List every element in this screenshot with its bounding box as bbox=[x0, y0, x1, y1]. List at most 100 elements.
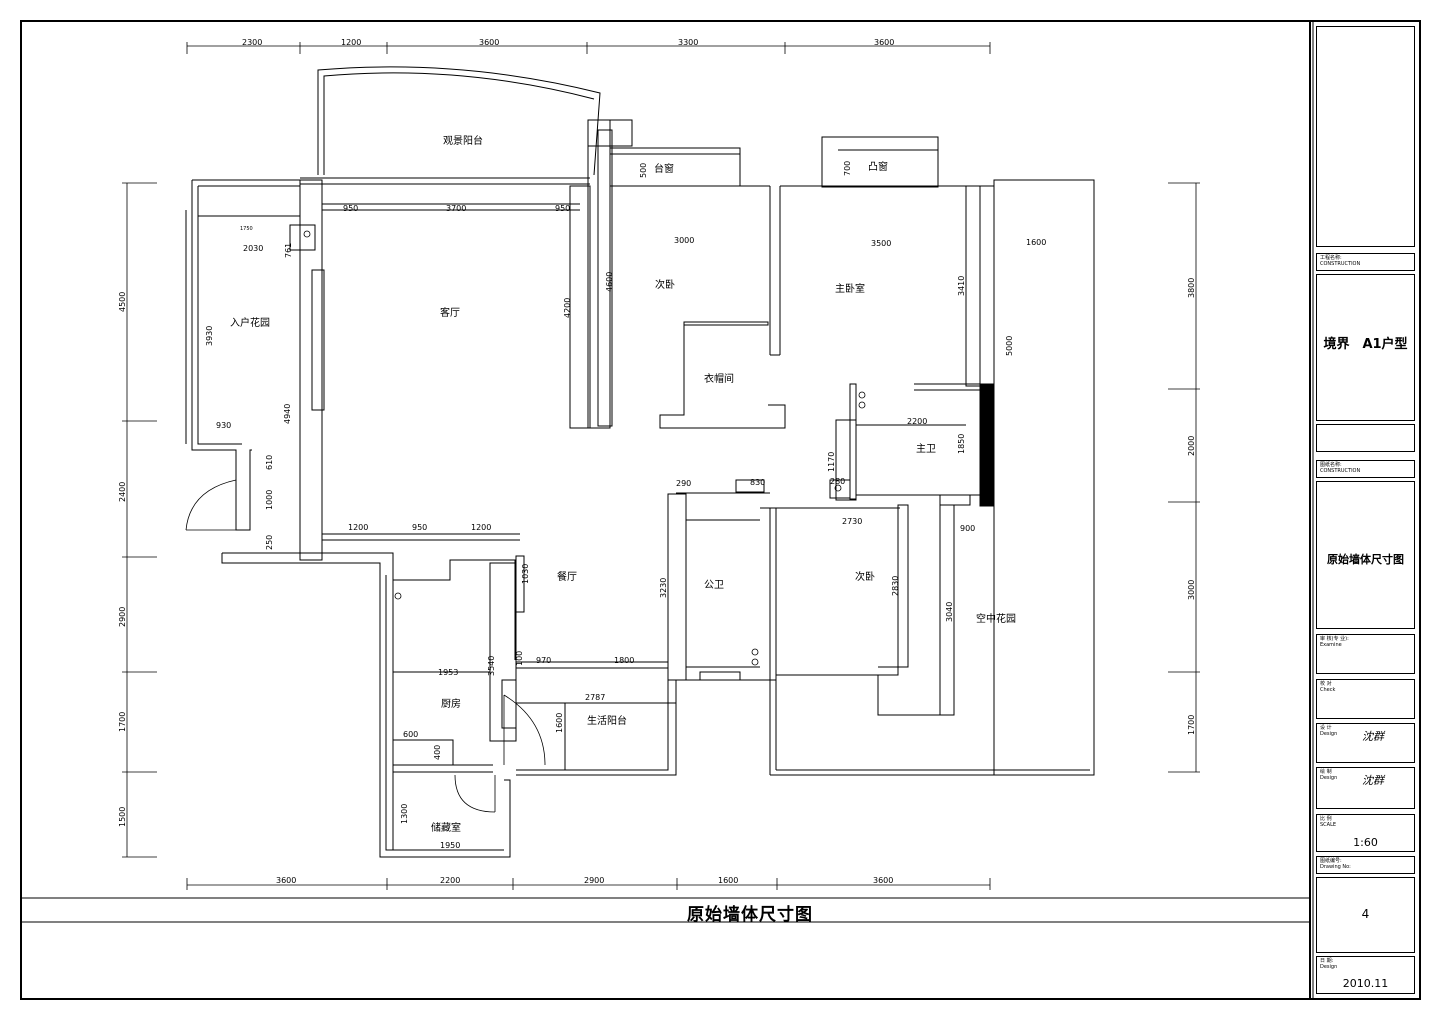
room-label-public-bath: 公卫 bbox=[704, 580, 724, 591]
dim-950b: 950 bbox=[555, 204, 570, 213]
scale-cell: 比 例 SCALE 1:60 bbox=[1316, 814, 1415, 852]
room-label-sky-garden: 空中花园 bbox=[976, 612, 1016, 625]
doors bbox=[185, 479, 546, 813]
dim-290: 290 bbox=[676, 479, 691, 488]
room-label-walk-in-closet: 衣帽间 bbox=[704, 372, 734, 385]
dim-4200: 4200 bbox=[563, 298, 572, 318]
drafter-signature: 沈群 bbox=[1362, 774, 1384, 787]
title-block-logo-cell bbox=[1316, 26, 1415, 247]
room-label-entry-garden: 入户花园 bbox=[230, 316, 270, 329]
dim-1950: 1950 bbox=[440, 841, 460, 850]
dim-left-4: 1500 bbox=[118, 807, 127, 827]
dim-right-2: 3000 bbox=[1187, 580, 1196, 600]
room-label-master-bedroom: 主卧室 bbox=[835, 282, 865, 295]
walls bbox=[185, 66, 1095, 858]
project-name-label-cell: 工程名称: CONSTRUCTION bbox=[1316, 253, 1415, 271]
date-cell: 日 期: Design 2010.11 bbox=[1316, 956, 1415, 994]
dim-1170: 1170 bbox=[827, 452, 836, 472]
room-label-dining-room: 餐厅 bbox=[557, 570, 577, 583]
dim-100: 100 bbox=[515, 651, 524, 666]
checker-cell: 校 对 Check bbox=[1316, 679, 1415, 719]
dim-970: 970 bbox=[536, 656, 551, 665]
dim-top-0: 2300 bbox=[242, 38, 262, 47]
dim-top-3: 3300 bbox=[678, 38, 698, 47]
dim-1000: 1000 bbox=[265, 490, 274, 510]
dim-950c: 950 bbox=[412, 523, 427, 532]
dimension-chain-left bbox=[122, 182, 157, 858]
dim-1800: 1800 bbox=[614, 656, 634, 665]
dim-900: 900 bbox=[960, 524, 975, 533]
designer-label: 设 计 Design bbox=[1320, 725, 1338, 737]
dimension-chain-right bbox=[1168, 182, 1200, 773]
dim-600: 600 bbox=[403, 730, 418, 739]
dim-left-0: 4500 bbox=[118, 292, 127, 312]
dim-3540: 3540 bbox=[487, 656, 496, 676]
project-name: 境界 A1户型 bbox=[1323, 337, 1408, 352]
dim-4600: 4600 bbox=[605, 272, 614, 292]
project-name-label: 工程名称: CONSTRUCTION bbox=[1320, 255, 1361, 267]
dim-4940: 4940 bbox=[283, 404, 292, 424]
date-value: 2010.11 bbox=[1342, 977, 1389, 990]
drawing-name-label-cell: 图纸名称: CONSTRUCTION bbox=[1316, 460, 1415, 478]
drawing-no: 4 bbox=[1361, 907, 1370, 921]
dim-3700: 3700 bbox=[446, 204, 466, 213]
dim-top-1: 1200 bbox=[341, 38, 361, 47]
dim-right-0: 3800 bbox=[1187, 278, 1196, 298]
dim-250: 250 bbox=[265, 535, 274, 550]
room-label-second-bedroom-2: 次卧 bbox=[855, 570, 875, 583]
dimension-labels: 2300 1200 3600 3300 3600 3600 2200 2900 … bbox=[118, 38, 1196, 885]
drafter-label: 绘 制 Design bbox=[1320, 769, 1338, 781]
dim-left-3: 1700 bbox=[118, 712, 127, 732]
dim-761: 761 bbox=[284, 243, 293, 258]
dim-700: 700 bbox=[843, 161, 852, 176]
room-labels: 观景阳台 台窗 凸窗 入户花园 客厅 次卧 主卧室 衣帽间 主卫 餐厅 公卫 次… bbox=[230, 134, 1016, 834]
dim-bottom-1: 2200 bbox=[440, 876, 460, 885]
dim-right-1: 2000 bbox=[1187, 436, 1196, 456]
reviewer-cell: 审 核(专 业): Examine bbox=[1316, 634, 1415, 674]
dim-bottom-2: 2900 bbox=[584, 876, 604, 885]
dim-5000: 5000 bbox=[1005, 336, 1014, 356]
designer-cell: 设 计 Design bbox=[1316, 723, 1415, 763]
blank-cell bbox=[1316, 424, 1415, 452]
room-label-storage-room: 储藏室 bbox=[431, 821, 461, 834]
dim-280: 280 bbox=[830, 477, 845, 486]
room-label-service-balcony: 生活阳台 bbox=[587, 714, 627, 727]
dim-1600: 1600 bbox=[1026, 238, 1046, 247]
dim-1200a: 1200 bbox=[348, 523, 368, 532]
dim-3000: 3000 bbox=[674, 236, 694, 245]
sheet-title: 原始墙体尺寸图 bbox=[687, 905, 813, 925]
checker-label: 校 对 Check bbox=[1320, 681, 1336, 693]
dim-top-4: 3600 bbox=[874, 38, 894, 47]
dim-1030: 1030 bbox=[521, 564, 530, 584]
dim-830: 830 bbox=[750, 478, 765, 487]
dim-bottom-3: 1600 bbox=[718, 876, 738, 885]
date-label: 日 期: Design bbox=[1320, 958, 1338, 970]
dim-right-3: 1700 bbox=[1187, 715, 1196, 735]
dim-930: 930 bbox=[216, 421, 231, 430]
scale-label: 比 例 SCALE bbox=[1320, 816, 1337, 828]
room-label-view-balcony: 观景阳台 bbox=[443, 134, 483, 147]
dim-3930: 3930 bbox=[205, 326, 214, 346]
dim-left-2: 2900 bbox=[118, 607, 127, 627]
dim-left-1: 2400 bbox=[118, 482, 127, 502]
fixtures bbox=[303, 230, 866, 666]
room-label-bay-window-2: 凸窗 bbox=[868, 160, 888, 173]
dim-2787: 2787 bbox=[585, 693, 605, 702]
dim-bottom-0: 3600 bbox=[276, 876, 296, 885]
dim-1850: 1850 bbox=[957, 434, 966, 454]
drawing-name-label: 图纸名称: CONSTRUCTION bbox=[1320, 462, 1361, 474]
dim-950a: 950 bbox=[343, 204, 358, 213]
drawing-name: 原始墙体尺寸图 bbox=[1327, 553, 1404, 566]
dim-1300: 1300 bbox=[400, 804, 409, 824]
room-label-master-bath: 主卫 bbox=[916, 443, 936, 455]
reviewer-label: 审 核(专 业): Examine bbox=[1320, 636, 1349, 648]
drawing-name-cell: 原始墙体尺寸图 bbox=[1316, 481, 1415, 629]
drawing-no-label: 图纸编号: Drawing No: bbox=[1320, 858, 1351, 870]
dim-610: 610 bbox=[265, 455, 274, 470]
dim-2200: 2200 bbox=[907, 417, 927, 426]
drawing-no-cell: 4 bbox=[1316, 877, 1415, 953]
dim-2830: 2830 bbox=[891, 576, 900, 596]
room-label-second-bedroom-1: 次卧 bbox=[655, 278, 675, 291]
dim-2730: 2730 bbox=[842, 517, 862, 526]
dim-2030: 2030 bbox=[243, 244, 263, 253]
